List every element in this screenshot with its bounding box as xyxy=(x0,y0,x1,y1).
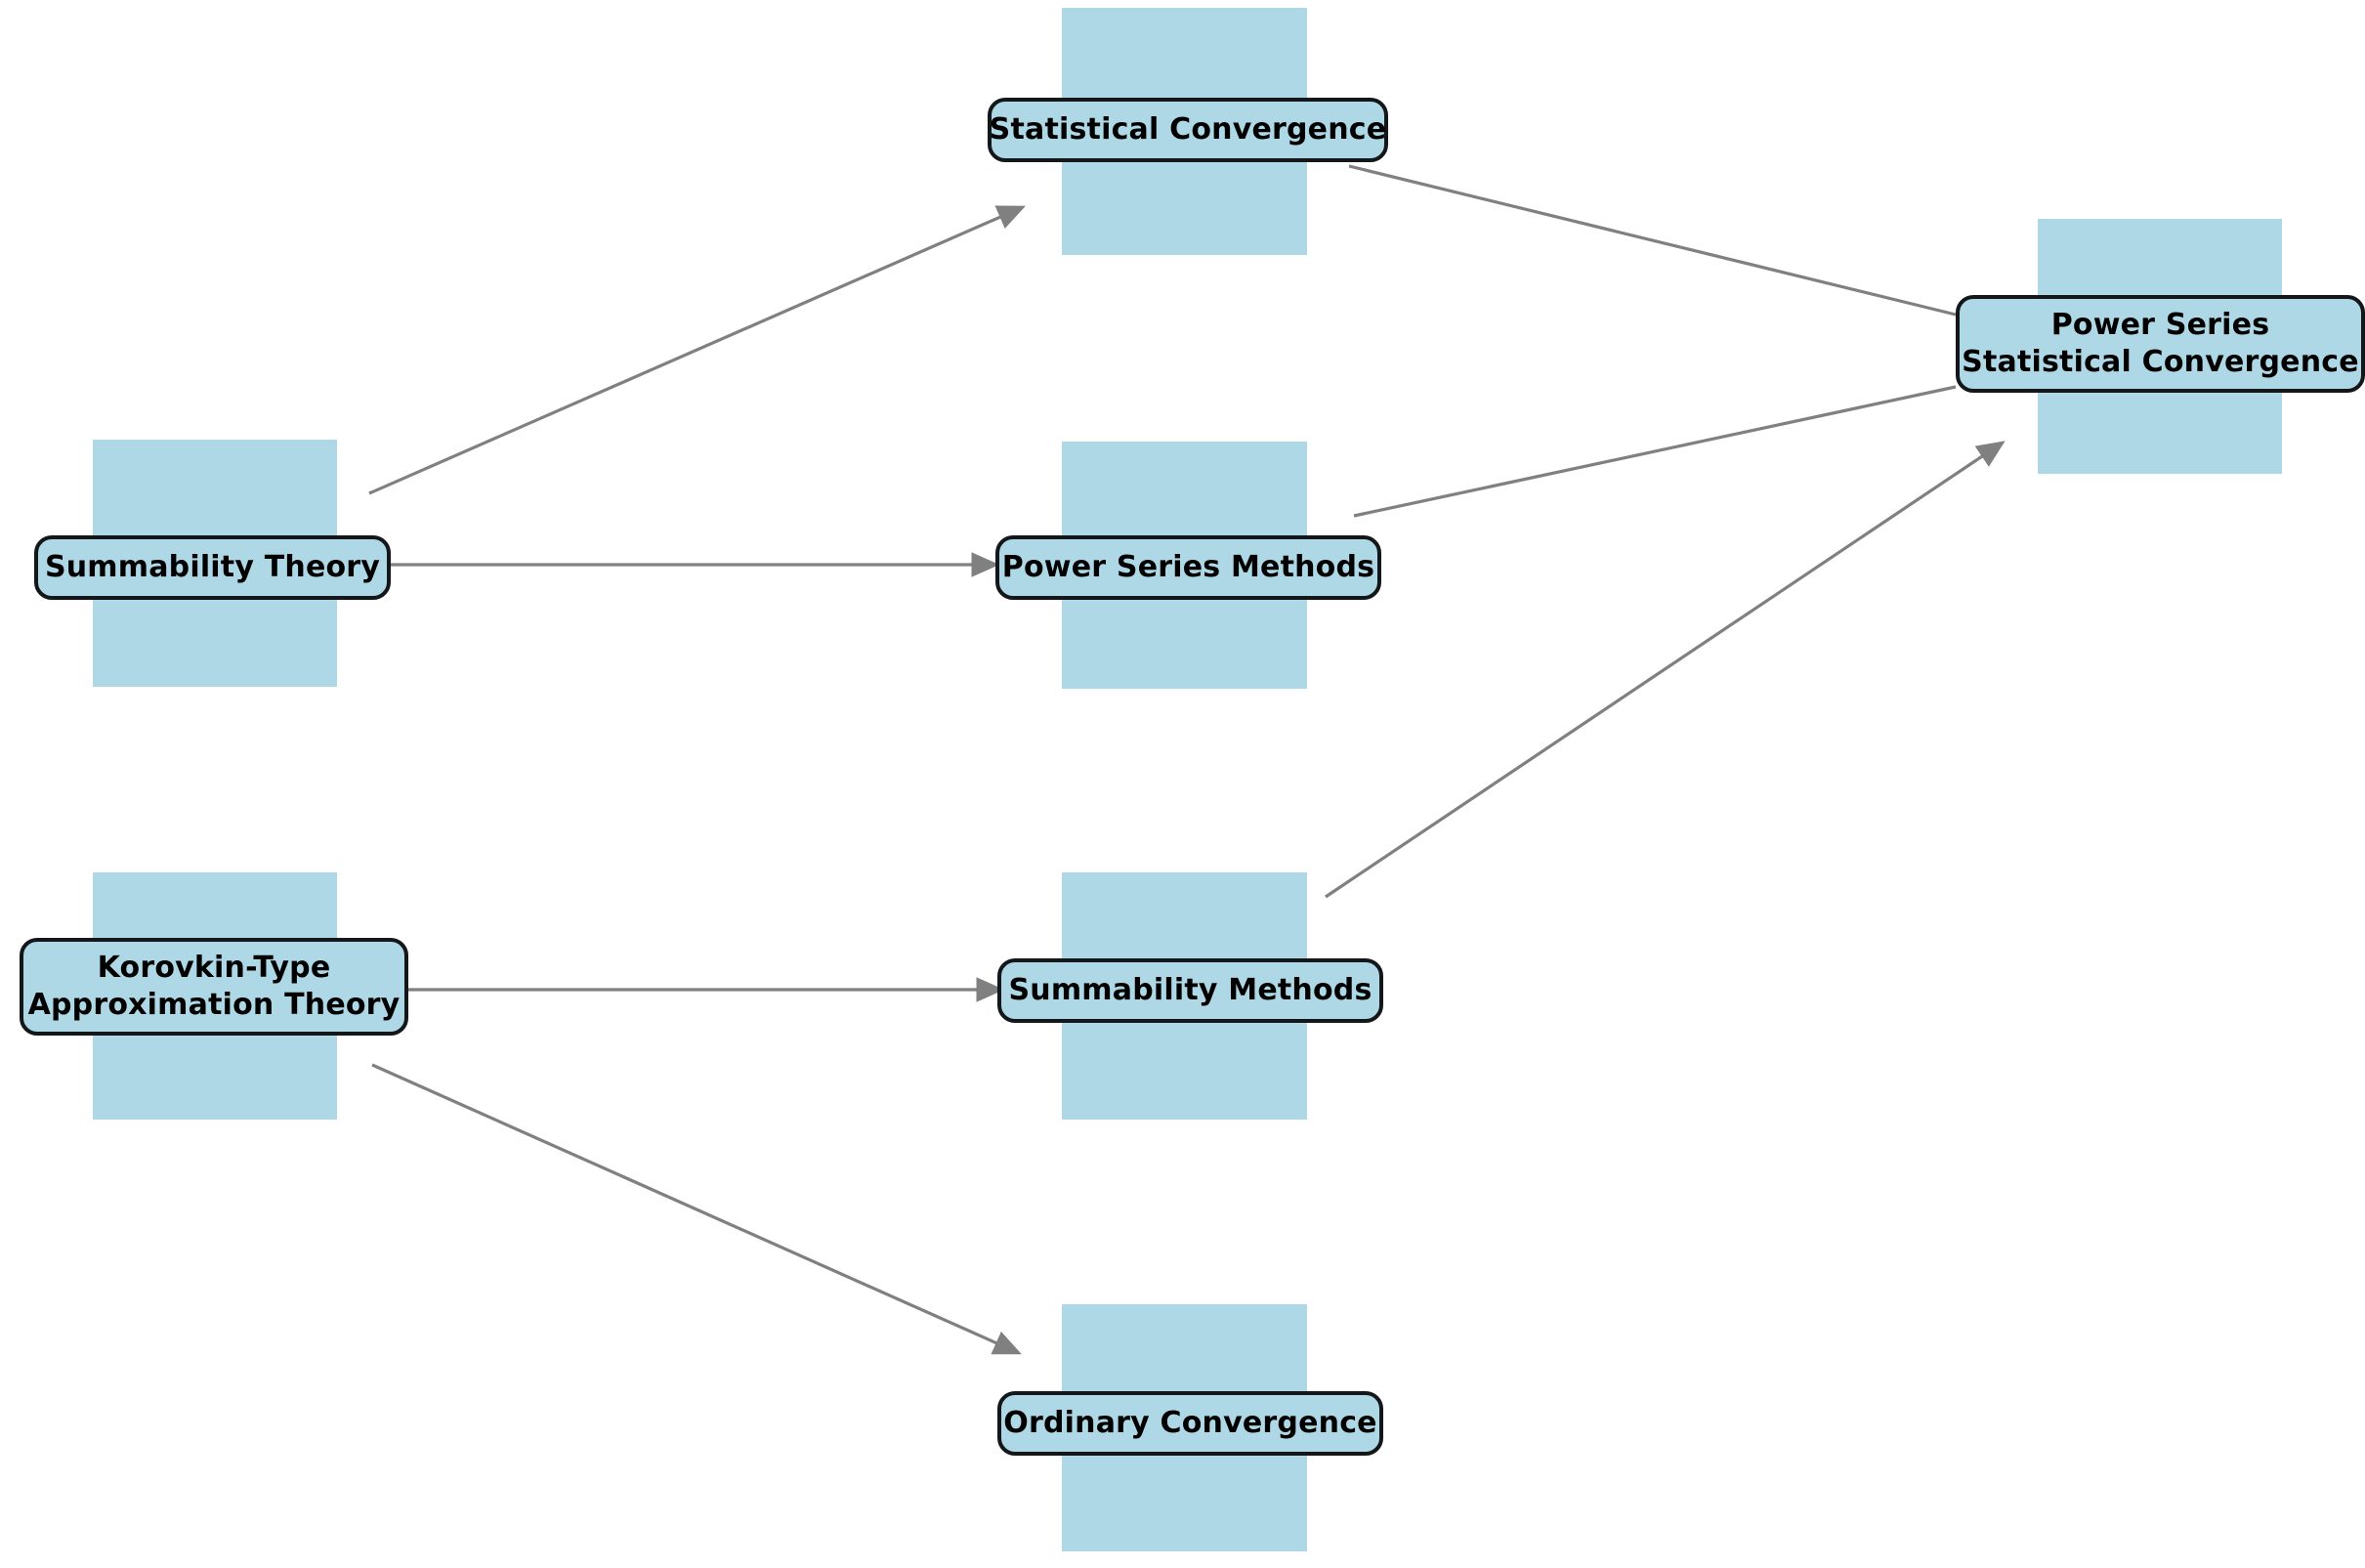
edge-korovkin-to-ordinary-convergence xyxy=(371,1063,1022,1355)
node-korovkin-type-approximation-theory[interactable]: Korovkin-Type Approximation Theory xyxy=(20,938,408,1036)
edge-summability-methods-to-power-series-statistical-convergence xyxy=(1325,441,2006,899)
node-statistical-convergence[interactable]: Statistical Convergence xyxy=(988,98,1388,162)
edge-power-series-methods-to-power-series-statistical-convergence xyxy=(1353,385,1957,518)
node-label: Korovkin-Type Approximation Theory xyxy=(27,950,401,1022)
node-summability-theory[interactable]: Summability Theory xyxy=(34,535,391,600)
node-label: Statistical Convergence xyxy=(989,111,1387,147)
node-label: Power Series Statistical Convergence xyxy=(1962,307,2359,379)
node-label: Summability Methods xyxy=(1008,972,1373,1007)
edge-statistical-convergence-to-power-series-statistical-convergence xyxy=(1348,164,1957,317)
node-power-series-statistical-convergence[interactable]: Power Series Statistical Convergence xyxy=(1956,295,2365,393)
node-summability-methods[interactable]: Summability Methods xyxy=(997,958,1383,1023)
node-ordinary-convergence[interactable]: Ordinary Convergence xyxy=(997,1391,1383,1456)
node-label: Power Series Methods xyxy=(1001,549,1375,584)
node-power-series-methods[interactable]: Power Series Methods xyxy=(995,535,1381,600)
node-label: Summability Theory xyxy=(44,549,381,584)
edge-summability-theory-to-statistical-convergence xyxy=(368,205,1026,495)
node-label: Ordinary Convergence xyxy=(1003,1405,1377,1440)
